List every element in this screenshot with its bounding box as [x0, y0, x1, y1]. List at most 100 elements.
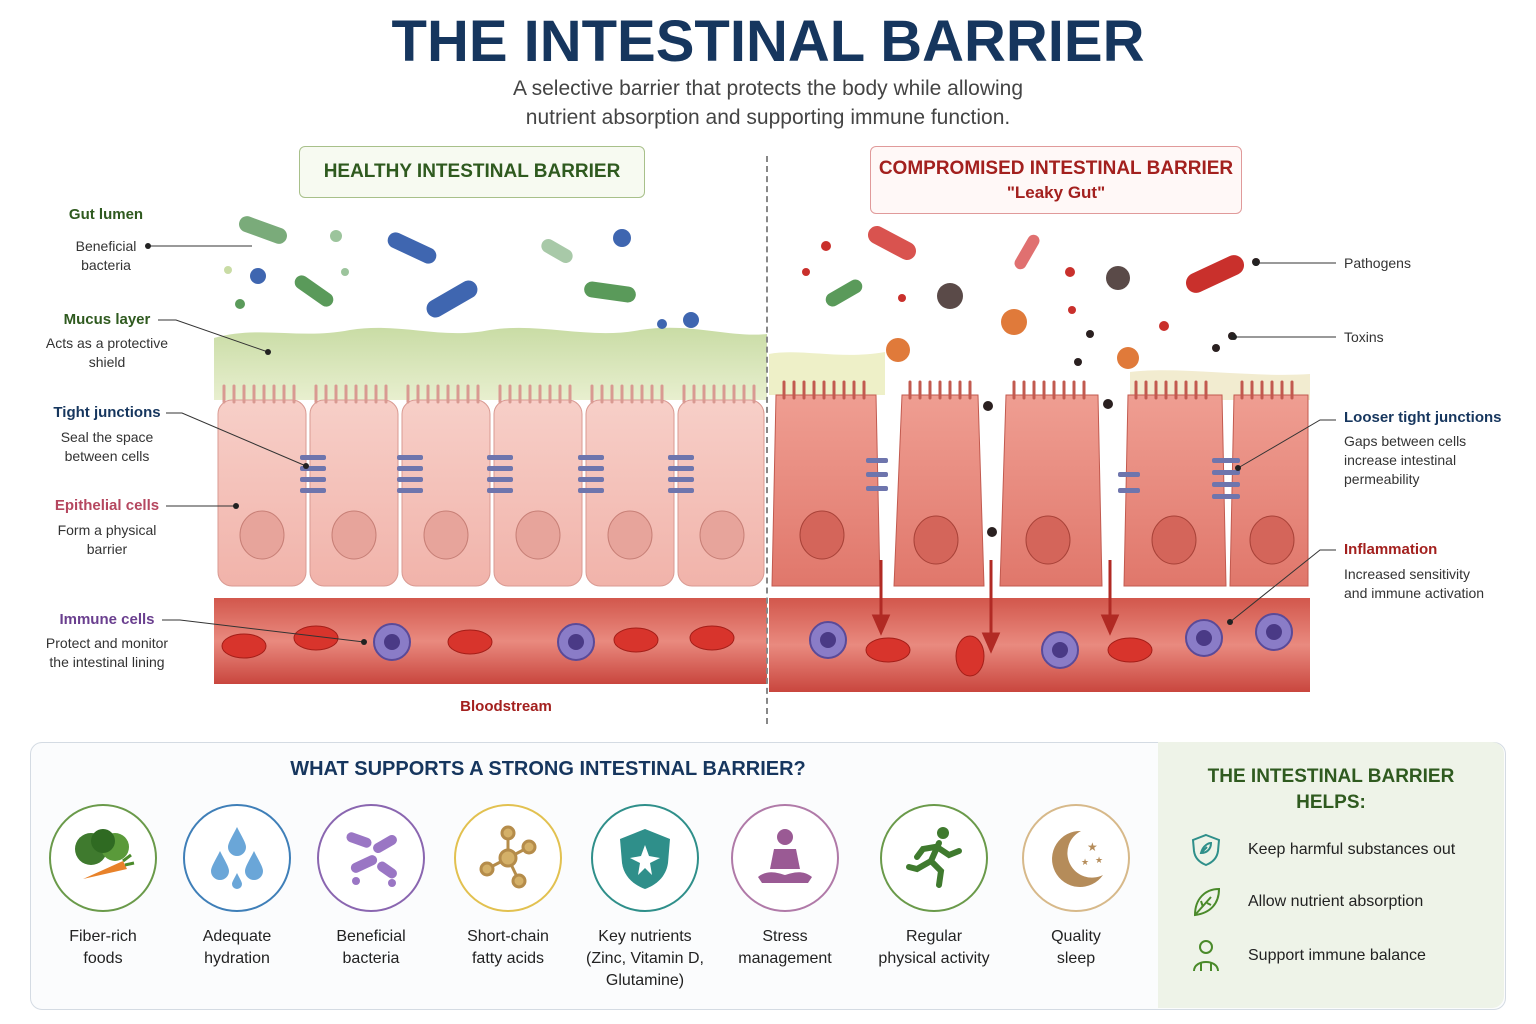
page-subtitle: A selective barrier that protects the bo… [0, 74, 1536, 132]
inflammation-desc-line-1: Increased sensitivity [1344, 566, 1471, 582]
epithelial-cells-title: Epithelial cells [54, 497, 160, 514]
inflammation-desc-line-2: and immune activation [1344, 585, 1485, 601]
subtitle-line-1: A selective barrier that protects the bo… [512, 77, 1024, 100]
beneficial-bacteria-line-1: Beneficial [75, 238, 137, 254]
healthy-tight-junctions [300, 455, 694, 493]
helps-item-text: Support immune balance [1248, 947, 1426, 964]
label-line: Short-chain [467, 928, 549, 945]
inflammation-title: Inflammation [1344, 541, 1438, 558]
support-label: Adequate hydration [172, 926, 302, 970]
label-line: Beneficial [336, 928, 406, 945]
label-line: fatty acids [471, 950, 545, 967]
runner-icon [880, 804, 988, 912]
compromised-microvilli [782, 380, 1294, 400]
tight-junctions-title: Tight junctions [53, 404, 161, 421]
looser-desc-line-1: Gaps between cells [1344, 433, 1467, 449]
gut-lumen-label: Gut lumen [68, 206, 144, 223]
leak-arrows [871, 560, 1120, 654]
support-item-nutrients: Key nutrients (Zinc, Vitamin D, Glutamin… [580, 804, 710, 992]
bloodstream-compromised [769, 598, 1310, 692]
bacteria-icon [317, 804, 425, 912]
support-title: WHAT SUPPORTS A STRONG INTESTINAL BARRIE… [290, 758, 806, 780]
tight-desc-line-1: Seal the space [60, 429, 154, 445]
mucus-desc-line-1: Acts as a protective [45, 335, 169, 351]
bloodstream-label: Bloodstream [460, 698, 552, 715]
toxins-label: Toxins [1344, 329, 1384, 345]
helps-title: THE INTESTINAL BARRIER HELPS: [1180, 764, 1482, 816]
helps-title-line-2: HELPS: [1296, 792, 1366, 813]
compromised-barrier-heading: COMPROMISED INTESTINAL BARRIER "Leaky Gu… [870, 146, 1242, 214]
svg-text:★: ★ [1095, 856, 1103, 866]
helps-title-line-1: THE INTESTINAL BARRIER [1207, 766, 1455, 787]
support-label: Quality sleep [1011, 926, 1141, 970]
intestinal-barrier-illustration [145, 216, 1336, 692]
label-line: hydration [204, 950, 270, 967]
immune-desc-line-1: Protect and monitor [45, 635, 169, 651]
label-line: management [738, 950, 832, 967]
looser-tight-junctions-desc: Gaps between cells increase intestinal p… [1344, 432, 1466, 489]
label-line: physical activity [878, 950, 990, 967]
person-icon [1188, 938, 1224, 974]
support-item-activity: Regular physical activity [869, 804, 999, 970]
immune-desc-line-2: the intestinal lining [49, 654, 165, 670]
leaf-icon [1188, 884, 1224, 920]
mucus-layer [214, 327, 767, 400]
molecule-icon [454, 804, 562, 912]
support-label: Stress management [720, 926, 850, 970]
support-label: Beneficial bacteria [306, 926, 436, 970]
label-line: Adequate [202, 928, 272, 945]
mucus-desc-line-2: shield [88, 354, 126, 370]
mucus-layer-desc: Acts as a protective shield [36, 334, 178, 372]
label-line: bacteria [342, 950, 400, 967]
inflammation-desc: Increased sensitivity and immune activat… [1344, 565, 1484, 603]
thin-mucus-layer [769, 352, 885, 395]
label-line: (Zinc, Vitamin D, [586, 950, 704, 967]
healthy-microvilli [222, 384, 756, 404]
label-line: Glutamine) [605, 972, 685, 989]
label-line: Quality [1051, 928, 1101, 945]
panel-divider [766, 156, 768, 724]
beneficial-bacteria-label: Beneficial bacteria [46, 237, 166, 275]
support-item-bacteria: Beneficial bacteria [306, 804, 436, 970]
subtitle-line-2: nutrient absorption and supporting immun… [525, 106, 1011, 129]
support-item-scfa: Short-chain fatty acids [443, 804, 573, 970]
immune-cells-desc: Protect and monitor the intestinal linin… [30, 634, 184, 672]
pathogen-shapes [802, 226, 1260, 537]
loose-tight-junctions [866, 458, 1240, 499]
label-line: Fiber-rich [69, 928, 137, 945]
water-drops-icon [183, 804, 291, 912]
label-line: Stress [762, 928, 808, 945]
beneficial-bacteria-line-2: bacteria [81, 257, 131, 273]
epithelial-desc-line-2: barrier [86, 541, 128, 557]
support-label: Key nutrients (Zinc, Vitamin D, Glutamin… [580, 926, 710, 992]
support-item-hydration: Adequate hydration [172, 804, 302, 970]
support-item-stress: Stress management [720, 804, 850, 970]
leader-dots [145, 243, 1259, 645]
helps-item-3: Support immune balance [1188, 936, 1488, 976]
compromised-epithelial-cells [771, 394, 1309, 587]
looser-tight-junctions-title: Looser tight junctions [1344, 409, 1502, 426]
mucus-layer-title: Mucus layer [63, 311, 151, 328]
shield-leaf-icon [1188, 832, 1224, 868]
support-label: Fiber-rich foods [38, 926, 168, 970]
helps-item-text: Allow nutrient absorption [1248, 893, 1424, 910]
label-line: Key nutrients [598, 928, 692, 945]
leaky-gut-subheading: "Leaky Gut" [1006, 183, 1106, 202]
support-item-fiber: Fiber-rich foods [38, 804, 168, 970]
vegetables-icon [49, 804, 157, 912]
leader-lines [148, 245, 1336, 643]
pathogens-label: Pathogens [1344, 255, 1411, 271]
healthy-barrier-heading: HEALTHY INTESTINAL BARRIER [299, 146, 645, 198]
meditation-icon [731, 804, 839, 912]
label-line: sleep [1056, 950, 1096, 967]
svg-text:★: ★ [1087, 840, 1098, 854]
immune-cell-nuclei [384, 624, 1282, 658]
helps-panel [1158, 742, 1504, 1008]
label-line: Regular [905, 928, 963, 945]
compromised-heading-text: COMPROMISED INTESTINAL BARRIER [878, 158, 1234, 179]
healthy-epithelial-cells [217, 399, 765, 587]
label-line: foods [83, 950, 123, 967]
support-label: Short-chain fatty acids [443, 926, 573, 970]
tight-desc-line-2: between cells [64, 448, 150, 464]
support-item-sleep: ★★★ Quality sleep [1011, 804, 1141, 970]
